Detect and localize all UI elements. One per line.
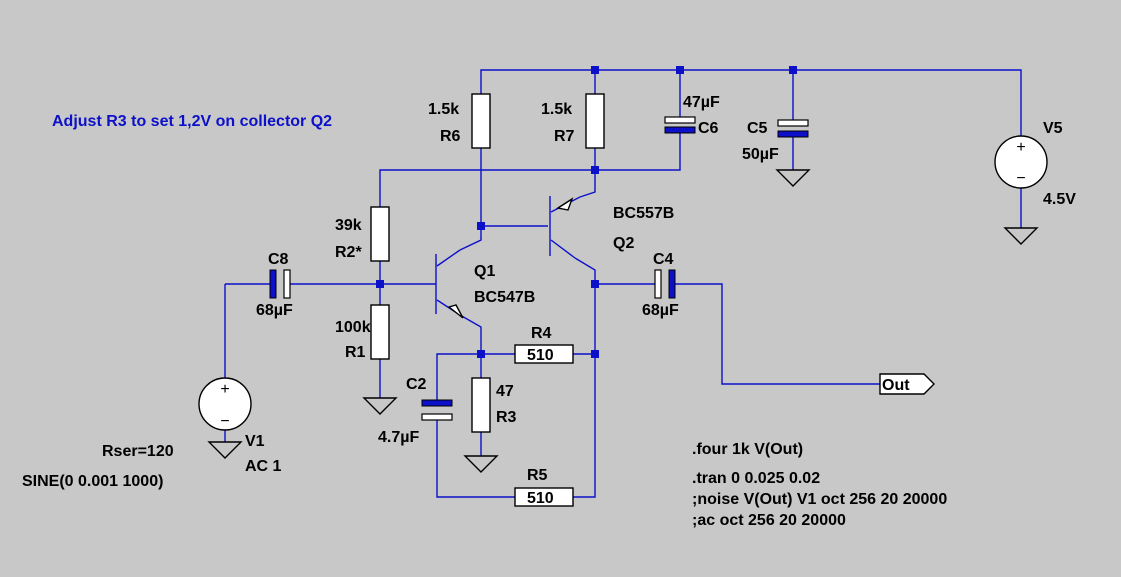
ground-icon — [207, 441, 243, 459]
q2-ref: Q2 — [613, 235, 634, 252]
c6-ref: C6 — [698, 120, 719, 137]
wire-r2-top — [379, 169, 595, 207]
r4-value: 510 — [527, 347, 554, 364]
wire-c2-bottom — [436, 420, 515, 498]
c8-value: 68µF — [256, 302, 293, 319]
wire-q1-emitter — [459, 314, 482, 354]
ground-icon — [1003, 227, 1039, 245]
ground-icon — [463, 455, 499, 473]
junction — [676, 66, 684, 74]
junction — [591, 166, 599, 174]
plus-symbol: + — [220, 381, 229, 398]
minus-symbol: − — [220, 413, 229, 430]
resistor-r2[interactable] — [370, 206, 390, 262]
transistor-q1[interactable] — [435, 249, 464, 319]
net-label-text: Out — [882, 377, 910, 394]
wire-c4-right — [675, 283, 880, 385]
c2-value: 4.7µF — [378, 429, 419, 446]
wires — [224, 69, 1022, 498]
r7-value: 1.5k — [541, 101, 572, 118]
r4-ref: R4 — [531, 325, 552, 342]
r6-ref: R6 — [440, 128, 461, 145]
directive-ac[interactable]: ;ac oct 256 20 20000 — [692, 512, 846, 529]
v1-sine: SINE(0 0.001 1000) — [22, 473, 163, 490]
voltage-source-v1[interactable]: + − — [198, 377, 252, 431]
c4-value: 68µF — [642, 302, 679, 319]
v5-value: 4.5V — [1043, 191, 1076, 208]
transistor-q2[interactable] — [549, 196, 581, 259]
c2-ref: C2 — [406, 376, 427, 393]
directive-noise[interactable]: ;noise V(Out) V1 oct 256 20 20000 — [692, 491, 947, 508]
minus-symbol: − — [1016, 170, 1025, 187]
junction — [591, 350, 599, 358]
r3-value: 47 — [496, 383, 514, 400]
resistor-r6[interactable] — [471, 93, 491, 149]
junction — [591, 280, 599, 288]
net-label-out[interactable]: Out — [879, 373, 935, 395]
junction — [376, 280, 384, 288]
r2-ref: R2* — [335, 244, 362, 261]
wire-r7-bottom — [579, 148, 596, 198]
directive-tran[interactable]: .tran 0 0.025 0.02 — [692, 470, 820, 487]
ground-icon — [775, 169, 811, 187]
resistor-r5[interactable] — [514, 487, 574, 507]
resistor-r1[interactable] — [370, 304, 390, 360]
c5-value: 50µF — [742, 146, 779, 163]
wire-r5-right — [573, 284, 596, 498]
q1-value: BC547B — [474, 289, 535, 306]
resistor-r3[interactable] — [471, 377, 491, 433]
r5-value: 510 — [527, 490, 554, 507]
junctions — [376, 66, 797, 358]
junction — [477, 350, 485, 358]
r2-value: 39k — [335, 217, 362, 234]
v1-value: AC 1 — [245, 458, 282, 475]
q1-ref: Q1 — [474, 263, 495, 280]
design-note: Adjust R3 to set 1,2V on collector Q2 — [52, 113, 332, 130]
v1-rser: Rser=120 — [102, 443, 174, 460]
capacitor-c2[interactable] — [421, 399, 453, 421]
resistor-r4[interactable] — [514, 344, 574, 364]
junction — [789, 66, 797, 74]
v1-ref: V1 — [245, 433, 265, 450]
r3-ref: R3 — [496, 409, 517, 426]
r5-ref: R5 — [527, 467, 548, 484]
voltage-source-v5[interactable]: + − — [994, 135, 1048, 189]
c4-ref: C4 — [653, 251, 674, 268]
r1-ref: R1 — [345, 344, 366, 361]
wire-supply-rail — [480, 69, 1022, 136]
c6-value: 47µF — [683, 94, 720, 111]
junction — [591, 66, 599, 74]
capacitor-c8[interactable] — [269, 269, 291, 299]
capacitor-c5[interactable] — [777, 119, 809, 138]
wire-q1-collector — [459, 226, 482, 251]
q2-value: BC557B — [613, 205, 674, 222]
wire-c6-bottom — [595, 133, 681, 171]
directive-four[interactable]: .four 1k V(Out) — [692, 441, 803, 458]
v5-ref: V5 — [1043, 120, 1063, 137]
c8-ref: C8 — [268, 251, 289, 268]
r1-value: 100k — [335, 319, 371, 336]
r7-ref: R7 — [554, 128, 575, 145]
ground-icon — [362, 397, 398, 415]
c5-ref: C5 — [747, 120, 768, 137]
plus-symbol: + — [1016, 139, 1025, 156]
junction — [477, 222, 485, 230]
resistor-r7[interactable] — [585, 93, 605, 149]
capacitor-c6[interactable] — [664, 116, 696, 134]
wire-c2-top — [436, 353, 481, 400]
capacitor-c4[interactable] — [654, 269, 676, 299]
r6-value: 1.5k — [428, 101, 459, 118]
ground-symbols — [207, 169, 1039, 473]
wire-q2-collector — [574, 257, 596, 284]
